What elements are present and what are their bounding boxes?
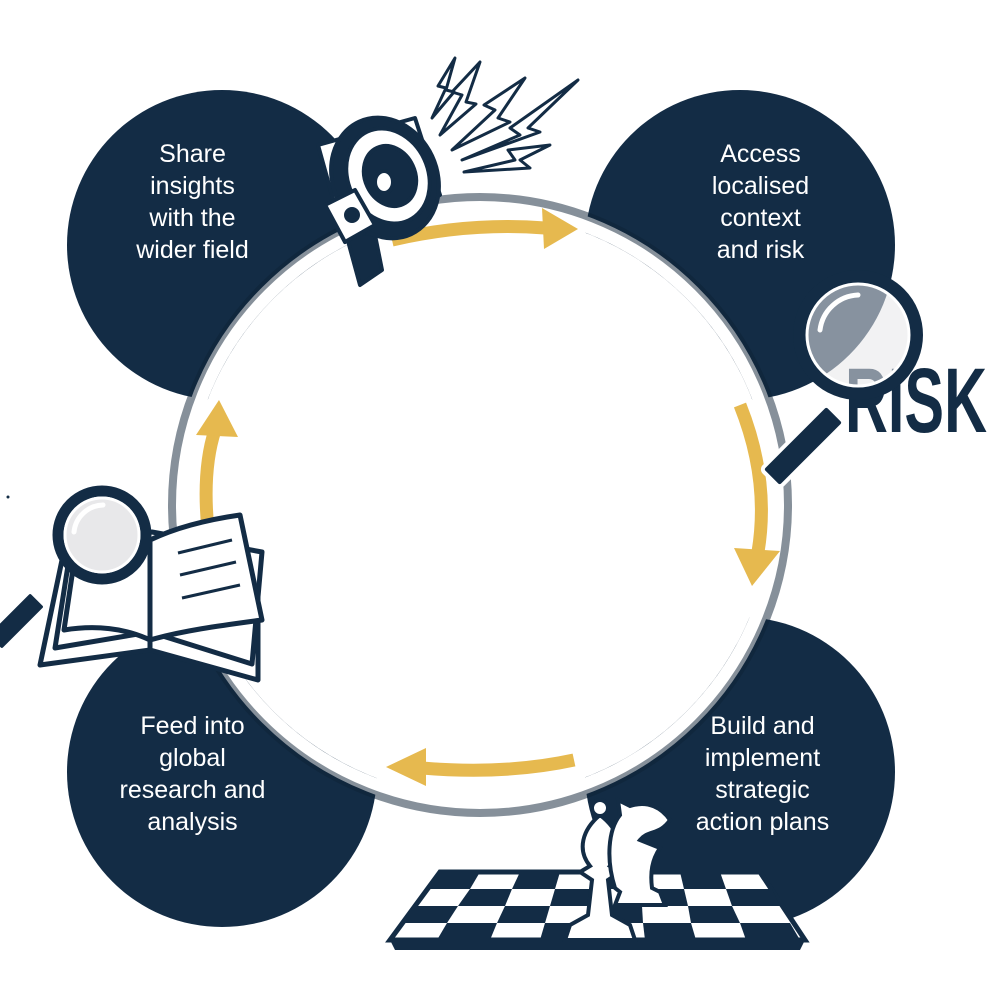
arrowhead-right — [734, 548, 780, 586]
step-label-line: Access — [720, 140, 801, 168]
step-label-line: action plans — [695, 808, 830, 836]
step-label-line: implement — [704, 744, 821, 772]
step-label-line: and risk — [716, 236, 805, 264]
step-label-line: research and — [119, 776, 266, 804]
step-label-share: Share insights with the wider field — [100, 138, 285, 266]
step-label-line: localised — [711, 172, 810, 200]
step-label-line: context — [720, 204, 801, 232]
chess-icon — [385, 796, 810, 950]
arrowhead-bottom — [386, 748, 426, 786]
step-label-line: global — [159, 744, 226, 772]
lightning-bolts — [430, 56, 580, 174]
step-label-line: wider field — [136, 236, 249, 264]
step-label-feed: Feed into global research and analysis — [100, 710, 285, 838]
book-magnifier-icon — [0, 485, 265, 683]
step-label-build: Build and implement strategic action pla… — [670, 710, 855, 838]
arrow-bottom — [421, 753, 576, 777]
step-label-line: insights — [150, 172, 235, 200]
step-label-access: Access localised context and risk — [668, 138, 853, 266]
step-label-line: strategic — [715, 776, 810, 804]
step-label-line: analysis — [147, 808, 238, 836]
book-magnifier-handle — [0, 591, 46, 651]
arrow-left — [199, 427, 222, 531]
arrowhead-top — [542, 208, 578, 249]
cycle-ring-shadow — [168, 193, 792, 817]
arrow-right — [733, 402, 768, 554]
chess-knight — [607, 796, 673, 907]
step-label-line: Share — [159, 140, 226, 168]
step-label-line: with the — [149, 204, 236, 232]
step-label-line: Feed into — [140, 712, 245, 740]
magnifier-ring — [793, 270, 923, 400]
step-label-line: Build and — [710, 712, 815, 740]
magnifier-handle — [760, 403, 846, 489]
cycle-ring-inner — [188, 213, 772, 797]
cycle-arrowheads — [196, 208, 780, 786]
megaphone-icon — [316, 56, 580, 287]
magnifier-risk-icon: RISK — [760, 270, 987, 489]
cycle-ring-gap — [172, 197, 788, 813]
arrowhead-left — [196, 400, 238, 437]
